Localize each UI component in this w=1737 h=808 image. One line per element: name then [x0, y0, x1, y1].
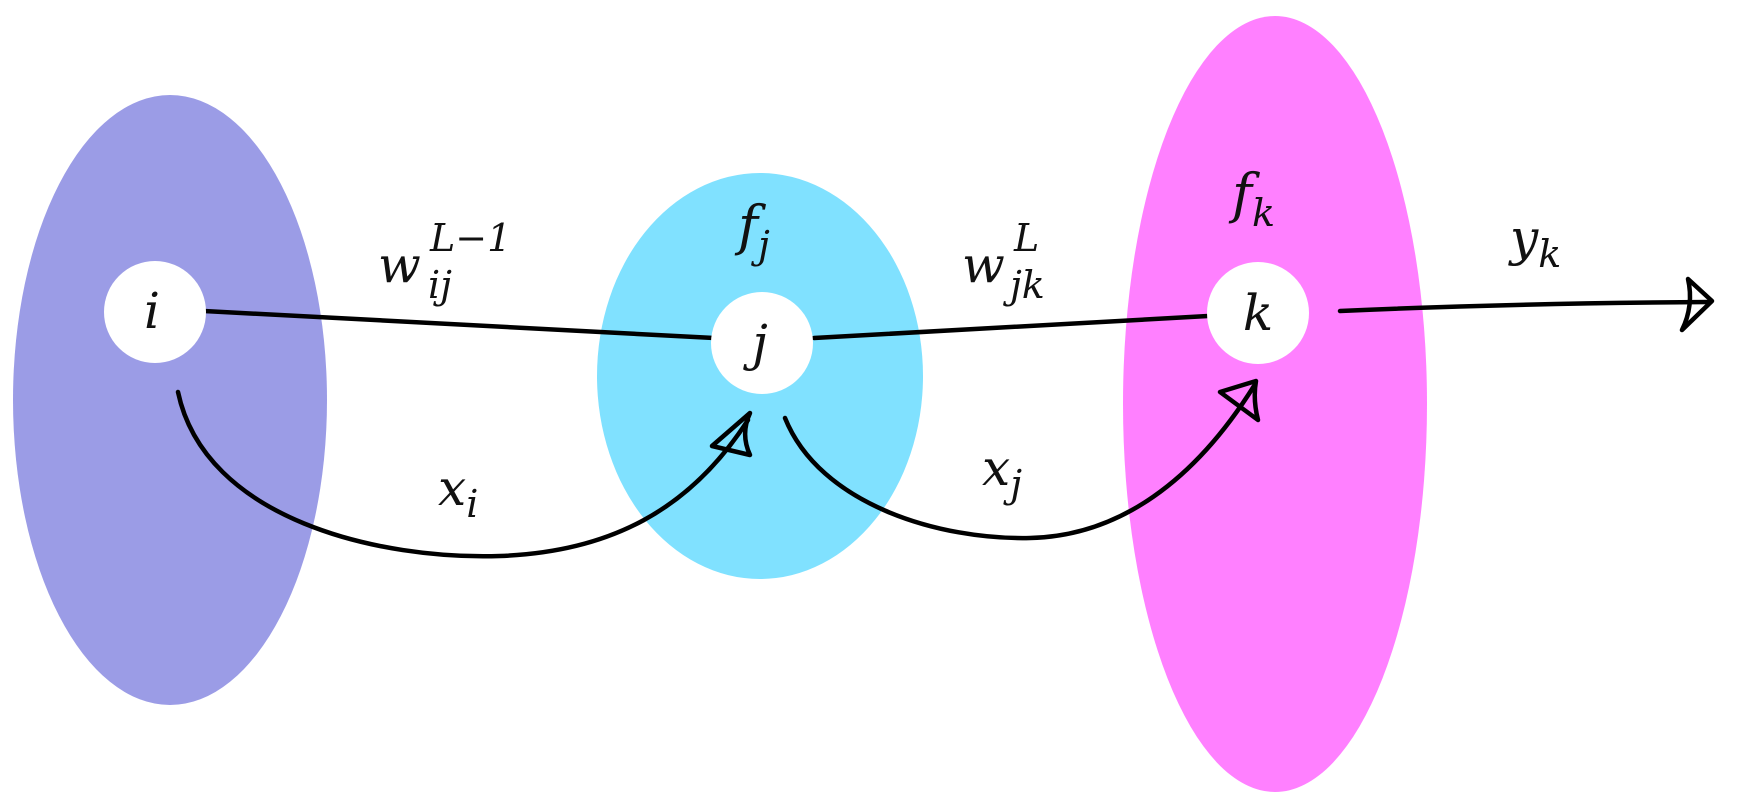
- output-arrowhead: [1679, 276, 1715, 333]
- edge-j-to-k: [811, 313, 1211, 341]
- layer-k-ellipse: [1123, 16, 1427, 792]
- node-j: [711, 292, 813, 394]
- edge-i-to-j: [201, 308, 717, 341]
- signal-curve-xj: [782, 383, 1257, 541]
- output-yk-label: yk: [1508, 209, 1561, 276]
- node-i-label: i: [144, 282, 160, 340]
- output-arrow-line: [1337, 299, 1713, 314]
- node-i: [104, 261, 206, 363]
- signal-arrowhead-xj: [1217, 378, 1261, 423]
- node-k-label: k: [1243, 284, 1273, 342]
- signal-curve-xi: [175, 389, 751, 559]
- signal-xi-label: xi: [438, 459, 478, 526]
- signal-arrowhead-xi: [709, 410, 753, 458]
- layer-i-ellipse: [13, 95, 327, 705]
- signal-xj-label: xj: [982, 439, 1022, 506]
- node-k: [1207, 262, 1309, 364]
